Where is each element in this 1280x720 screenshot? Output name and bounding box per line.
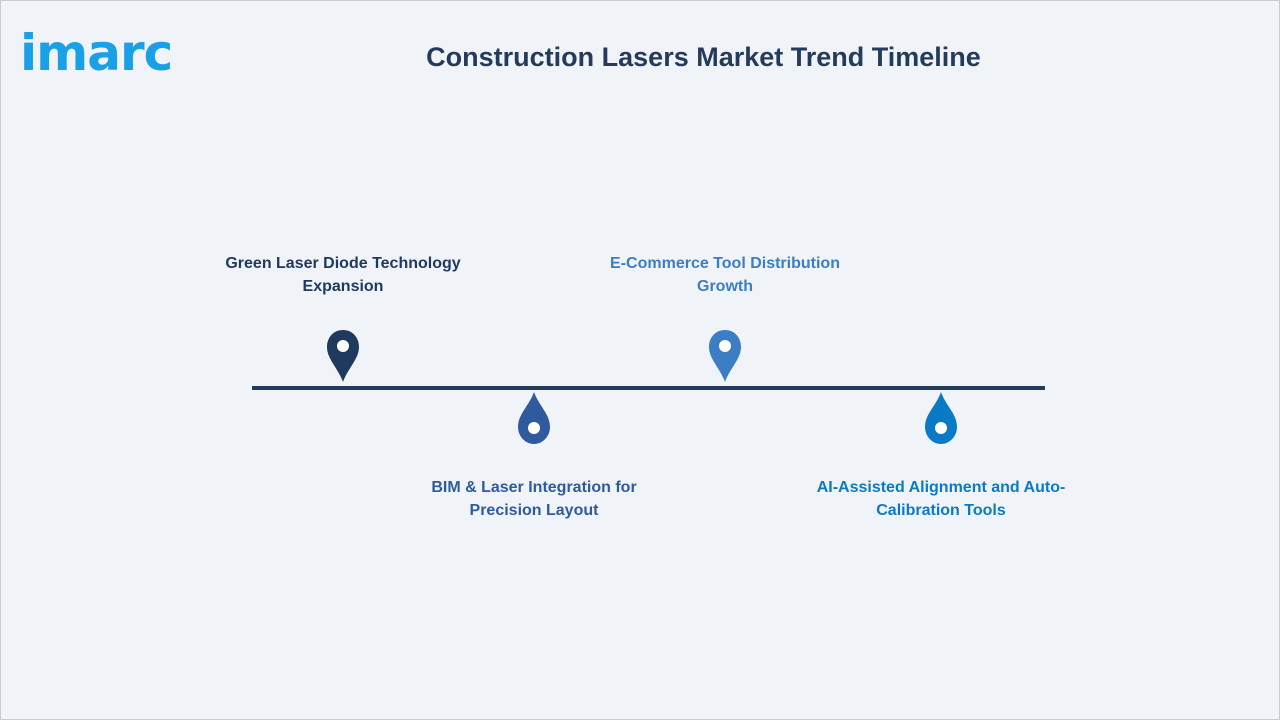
milestone-label-4: AI-Assisted Alignment and Auto-Calibrati…: [816, 479, 1066, 519]
drop-pin-icon: [518, 392, 550, 444]
drop-pin-icon: [925, 392, 957, 444]
map-pin-icon: [709, 330, 741, 382]
page-title: Construction Lasers Market Trend Timelin…: [426, 42, 981, 72]
timeline-axis: [252, 386, 1045, 390]
milestone-label-2: BIM & Laser Integration for Precision La…: [431, 479, 637, 519]
milestone-label-1: Green Laser Diode Technology Expansion: [225, 255, 461, 295]
milestone-label-3: E-Commerce Tool Distribution Growth: [610, 255, 840, 295]
imarc-logo: imarc: [20, 24, 173, 82]
map-pin-icon: [327, 330, 359, 382]
